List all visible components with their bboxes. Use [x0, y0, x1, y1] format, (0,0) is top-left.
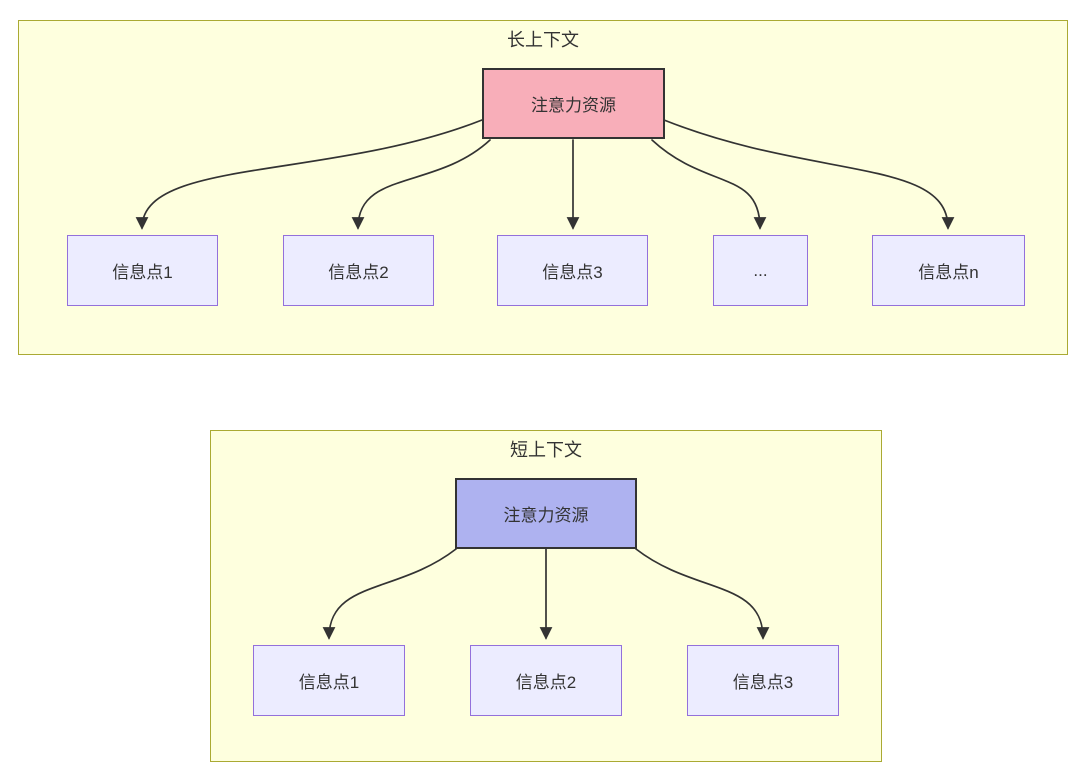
node-long-info-n: 信息点n [872, 235, 1025, 306]
cluster-long-title: 长上下文 [507, 30, 579, 50]
node-short-info-3: 信息点3 [687, 645, 839, 716]
node-long-info-ellipsis: ... [713, 235, 808, 306]
node-short-info-1: 信息点1 [253, 645, 405, 716]
node-long-info-3: 信息点3 [497, 235, 648, 306]
node-long-info-2: 信息点2 [283, 235, 434, 306]
node-long-info-1: 信息点1 [67, 235, 218, 306]
edge-long-attention-to-infon [663, 119, 955, 230]
edge-long-attention-to-ellipsis [651, 139, 767, 230]
edge-long-attention-to-info2 [351, 139, 491, 230]
edge-long-attention-to-info1 [135, 119, 483, 230]
node-attention-long: 注意力资源 [482, 68, 665, 139]
node-attention-short: 注意力资源 [455, 478, 637, 549]
node-short-info-2: 信息点2 [470, 645, 622, 716]
edge-short-attention-to-info1 [322, 548, 457, 640]
cluster-short-title: 短上下文 [510, 440, 582, 460]
edge-short-attention-to-info3 [635, 548, 770, 640]
